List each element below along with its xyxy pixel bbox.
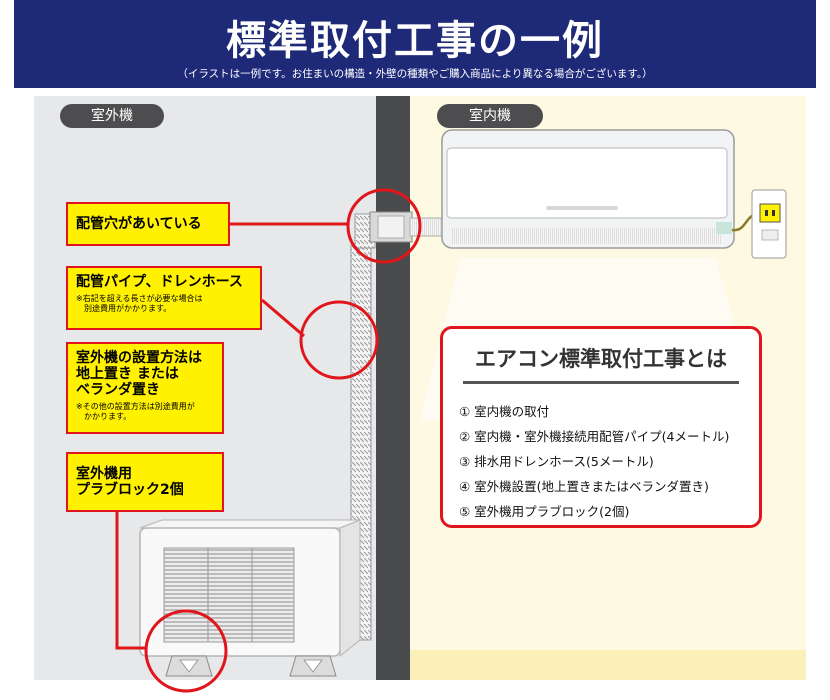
info-title: エアコン標準取付工事とは xyxy=(475,347,727,371)
indoor-unit-vent xyxy=(452,228,722,244)
callout-plastic-block: 室外機用 プラブロック2個 xyxy=(66,452,224,512)
wall-outlet xyxy=(751,189,787,259)
outdoor-unit-grille xyxy=(163,547,295,643)
outlet-plug xyxy=(759,203,781,223)
outdoor-unit-side xyxy=(339,519,361,658)
list-item: ① 室内機の取付 xyxy=(459,404,550,419)
indoor-unit-display xyxy=(716,222,732,234)
info-list: ① 室内機の取付 ② 室内機・室外機接続用配管パイプ(4メートル) ③ 排水用ド… xyxy=(459,399,729,524)
outdoor-unit-top xyxy=(139,519,361,529)
highlight-circle-pipe xyxy=(299,300,379,380)
label-indoor-unit: 室内機 xyxy=(437,104,543,128)
leader-line-pipe xyxy=(261,298,305,338)
callout-pipe-hose: 配管パイプ、ドレンホース ※右記を超える長さが必要な場合は 別途費用がかかります… xyxy=(66,266,262,330)
callout-title: 配管穴があいている xyxy=(76,216,202,232)
list-item: ③ 排水用ドレンホース(5メートル) xyxy=(459,454,654,469)
wall-sleeve-inner xyxy=(377,215,405,239)
page-title: 標準取付工事の一例 xyxy=(226,18,604,64)
list-item: ② 室内機・室外機接続用配管パイプ(4メートル) xyxy=(459,429,730,444)
callout-pipe-hole: 配管穴があいている xyxy=(66,202,230,246)
page-subtitle: （イラストは一例です。お住まいの構造・外壁の種類やご購入商品により異なる場合がご… xyxy=(177,68,653,80)
list-item: ④ 室外機設置(地上置きまたはベランダ置き) xyxy=(459,479,709,494)
indoor-floor xyxy=(410,650,806,680)
indoor-unit-lamp xyxy=(546,206,618,210)
header-banner: 標準取付工事の一例 （イラストは一例です。お住まいの構造・外壁の種類やご購入商品… xyxy=(14,0,816,88)
indoor-unit-panel xyxy=(446,147,728,219)
callout-outdoor-installation: 室外機の設置方法は 地上置き または ベランダ置き ※その他の設置方法は別途費用… xyxy=(66,342,224,434)
highlight-circle-hole xyxy=(346,188,422,264)
list-item: ⑤ 室外機用プラブロック(2個) xyxy=(459,504,630,519)
callout-note: ※その他の設置方法は別途費用が かかります。 xyxy=(76,402,195,421)
callout-title: 室外機の設置方法は 地上置き または ベランダ置き xyxy=(76,350,202,398)
leader-line-block xyxy=(115,512,146,650)
highlight-circle-block xyxy=(144,609,228,693)
wall xyxy=(376,96,410,680)
callout-title: 配管パイプ、ドレンホース xyxy=(76,274,243,290)
callout-note: ※右記を超える長さが必要な場合は 別途費用がかかります。 xyxy=(76,294,203,313)
callout-title: 室外機用 プラブロック2個 xyxy=(76,466,184,498)
info-divider xyxy=(463,381,739,384)
label-outdoor-unit: 室外機 xyxy=(60,104,164,128)
info-box: エアコン標準取付工事とは ① 室内機の取付 ② 室内機・室外機接続用配管パイプ(… xyxy=(440,326,762,528)
